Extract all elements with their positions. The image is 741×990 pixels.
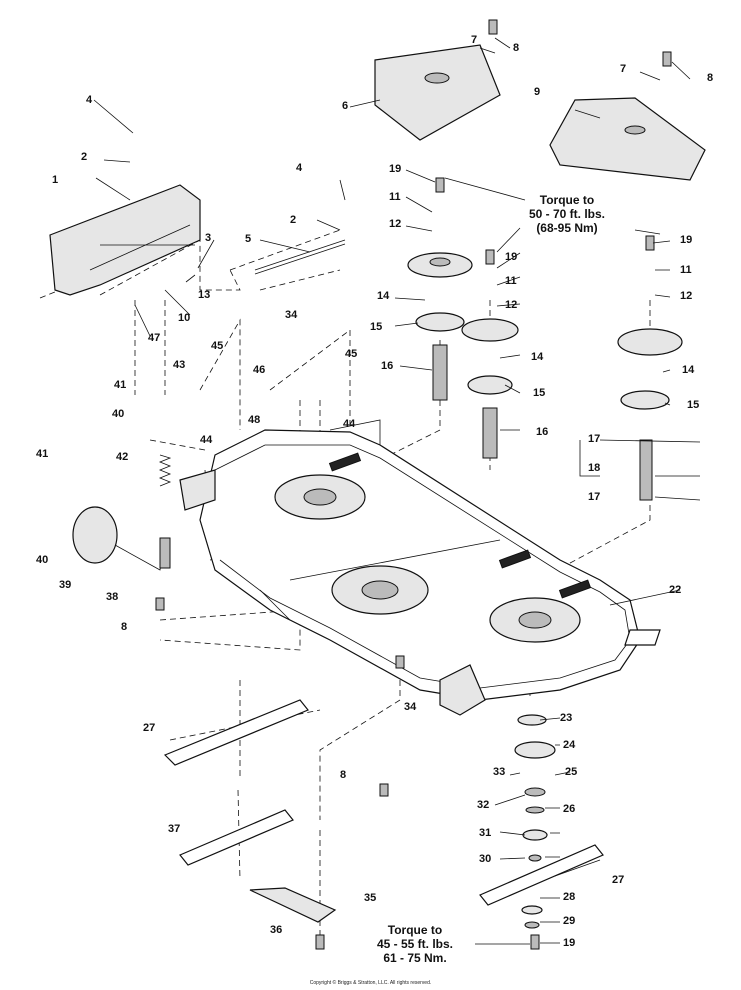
callout-11-left: 11 xyxy=(389,191,401,203)
callout-46: 46 xyxy=(253,364,266,376)
callout-5: 5 xyxy=(245,233,252,245)
callout-11-right: 11 xyxy=(680,264,692,276)
torque-lower-line2: 45 - 55 ft. lbs. xyxy=(376,937,454,951)
torque-upper-line2: 50 - 70 ft. lbs. xyxy=(528,207,606,221)
callout-42: 42 xyxy=(116,451,129,463)
callout-24: 24 xyxy=(563,739,576,751)
callout-26: 26 xyxy=(563,803,576,815)
callout-19-bottom: 19 xyxy=(563,937,576,949)
callout-3: 3 xyxy=(205,232,212,244)
chute-rod xyxy=(254,239,346,275)
callout-8-top-left: 8 xyxy=(513,42,520,54)
callout-22: 22 xyxy=(669,584,682,596)
callout-14-left: 14 xyxy=(377,290,390,302)
callout-4-mid: 4 xyxy=(296,162,303,174)
torque-lower-line1: Torque to xyxy=(387,923,443,937)
torque-note-upper: Torque to 50 - 70 ft. lbs. (68-95 Nm) xyxy=(512,193,622,235)
bolts xyxy=(155,19,672,950)
callout-28: 28 xyxy=(563,891,576,903)
callout-47: 47 xyxy=(148,332,161,344)
blade-center xyxy=(179,809,294,866)
callout-27-right: 27 xyxy=(612,874,625,886)
callout-37: 37 xyxy=(168,823,181,835)
callout-27-left: 27 xyxy=(143,722,156,734)
callout-19-left: 19 xyxy=(389,163,402,175)
leader-lines xyxy=(93,37,701,945)
callout-7-left: 7 xyxy=(471,34,478,46)
callout-23: 23 xyxy=(560,712,573,724)
callout-6: 6 xyxy=(342,100,349,112)
torque-upper-line3: (68-95 Nm) xyxy=(536,221,598,235)
callout-45-right: 45 xyxy=(345,348,358,360)
callout-14-right: 14 xyxy=(682,364,695,376)
callout-13: 13 xyxy=(198,289,211,301)
callout-44-right: 44 xyxy=(343,418,356,430)
callout-48: 48 xyxy=(248,414,261,426)
callout-14-center: 14 xyxy=(531,351,544,363)
belt-cover-left xyxy=(374,44,501,141)
discharge-chute xyxy=(49,184,201,296)
callout-12-right: 12 xyxy=(680,290,693,302)
callout-4-top: 4 xyxy=(86,94,93,106)
callout-41-left: 41 xyxy=(36,448,49,460)
mower-deck xyxy=(179,419,661,716)
lower-spindle-stack xyxy=(514,714,556,929)
callout-7-right: 7 xyxy=(620,63,627,75)
callout-32: 32 xyxy=(477,799,490,811)
callout-45-left: 45 xyxy=(211,340,224,352)
callout-17-top: 17 xyxy=(588,433,601,445)
callout-41-top: 41 xyxy=(114,379,127,391)
callout-16-center: 16 xyxy=(536,426,549,438)
callout-8-left: 8 xyxy=(121,621,128,633)
callout-11-center: 11 xyxy=(505,275,517,287)
copyright-notice: Copyright © Briggs & Stratton, LLC. All … xyxy=(309,980,432,986)
belt-cover-right xyxy=(549,97,706,181)
callout-9: 9 xyxy=(534,86,541,98)
callout-12-left: 12 xyxy=(389,218,402,230)
callout-15-center: 15 xyxy=(533,387,546,399)
spindle-assembly-right xyxy=(617,328,683,501)
torque-upper-line1: Torque to xyxy=(539,193,595,207)
spring xyxy=(158,454,172,487)
callout-8-bottom: 8 xyxy=(340,769,347,781)
callout-34-bottom: 34 xyxy=(404,701,417,713)
callout-43: 43 xyxy=(173,359,186,371)
callout-40-left: 40 xyxy=(36,554,49,566)
callout-39: 39 xyxy=(59,579,72,591)
callout-25: 25 xyxy=(565,766,578,778)
callout-34-top: 34 xyxy=(285,309,298,321)
callout-16-left: 16 xyxy=(381,360,394,372)
callout-44-left: 44 xyxy=(200,434,213,446)
torque-lower-line3: 61 - 75 Nm. xyxy=(383,951,447,965)
caster-wheel xyxy=(72,506,171,571)
callout-8-top-right: 8 xyxy=(707,72,714,84)
callout-36: 36 xyxy=(270,924,283,936)
callout-35: 35 xyxy=(364,892,377,904)
callout-19-center: 19 xyxy=(505,251,518,263)
callout-2-mid: 2 xyxy=(290,214,297,226)
callout-10: 10 xyxy=(178,312,191,324)
callout-30: 30 xyxy=(479,853,492,865)
blade-right xyxy=(479,844,604,906)
callout-15-left: 15 xyxy=(370,321,383,333)
spindle-assembly-left xyxy=(407,252,473,401)
callout-12-center: 12 xyxy=(505,299,518,311)
callout-19-right: 19 xyxy=(680,234,693,246)
callout-15-right: 15 xyxy=(687,399,700,411)
baffle xyxy=(249,887,337,923)
callout-17-bottom: 17 xyxy=(588,491,601,503)
spindle-assembly-center xyxy=(461,318,519,459)
callout-29: 29 xyxy=(563,915,576,927)
callout-40-top: 40 xyxy=(112,408,125,420)
callout-1: 1 xyxy=(52,174,59,186)
callout-2-top: 2 xyxy=(81,151,88,163)
callout-38: 38 xyxy=(106,591,119,603)
torque-note-lower: Torque to 45 - 55 ft. lbs. 61 - 75 Nm. xyxy=(360,923,470,965)
callout-18: 18 xyxy=(588,462,601,474)
callout-31: 31 xyxy=(479,827,492,839)
callout-33: 33 xyxy=(493,766,506,778)
blade-left xyxy=(163,699,309,766)
